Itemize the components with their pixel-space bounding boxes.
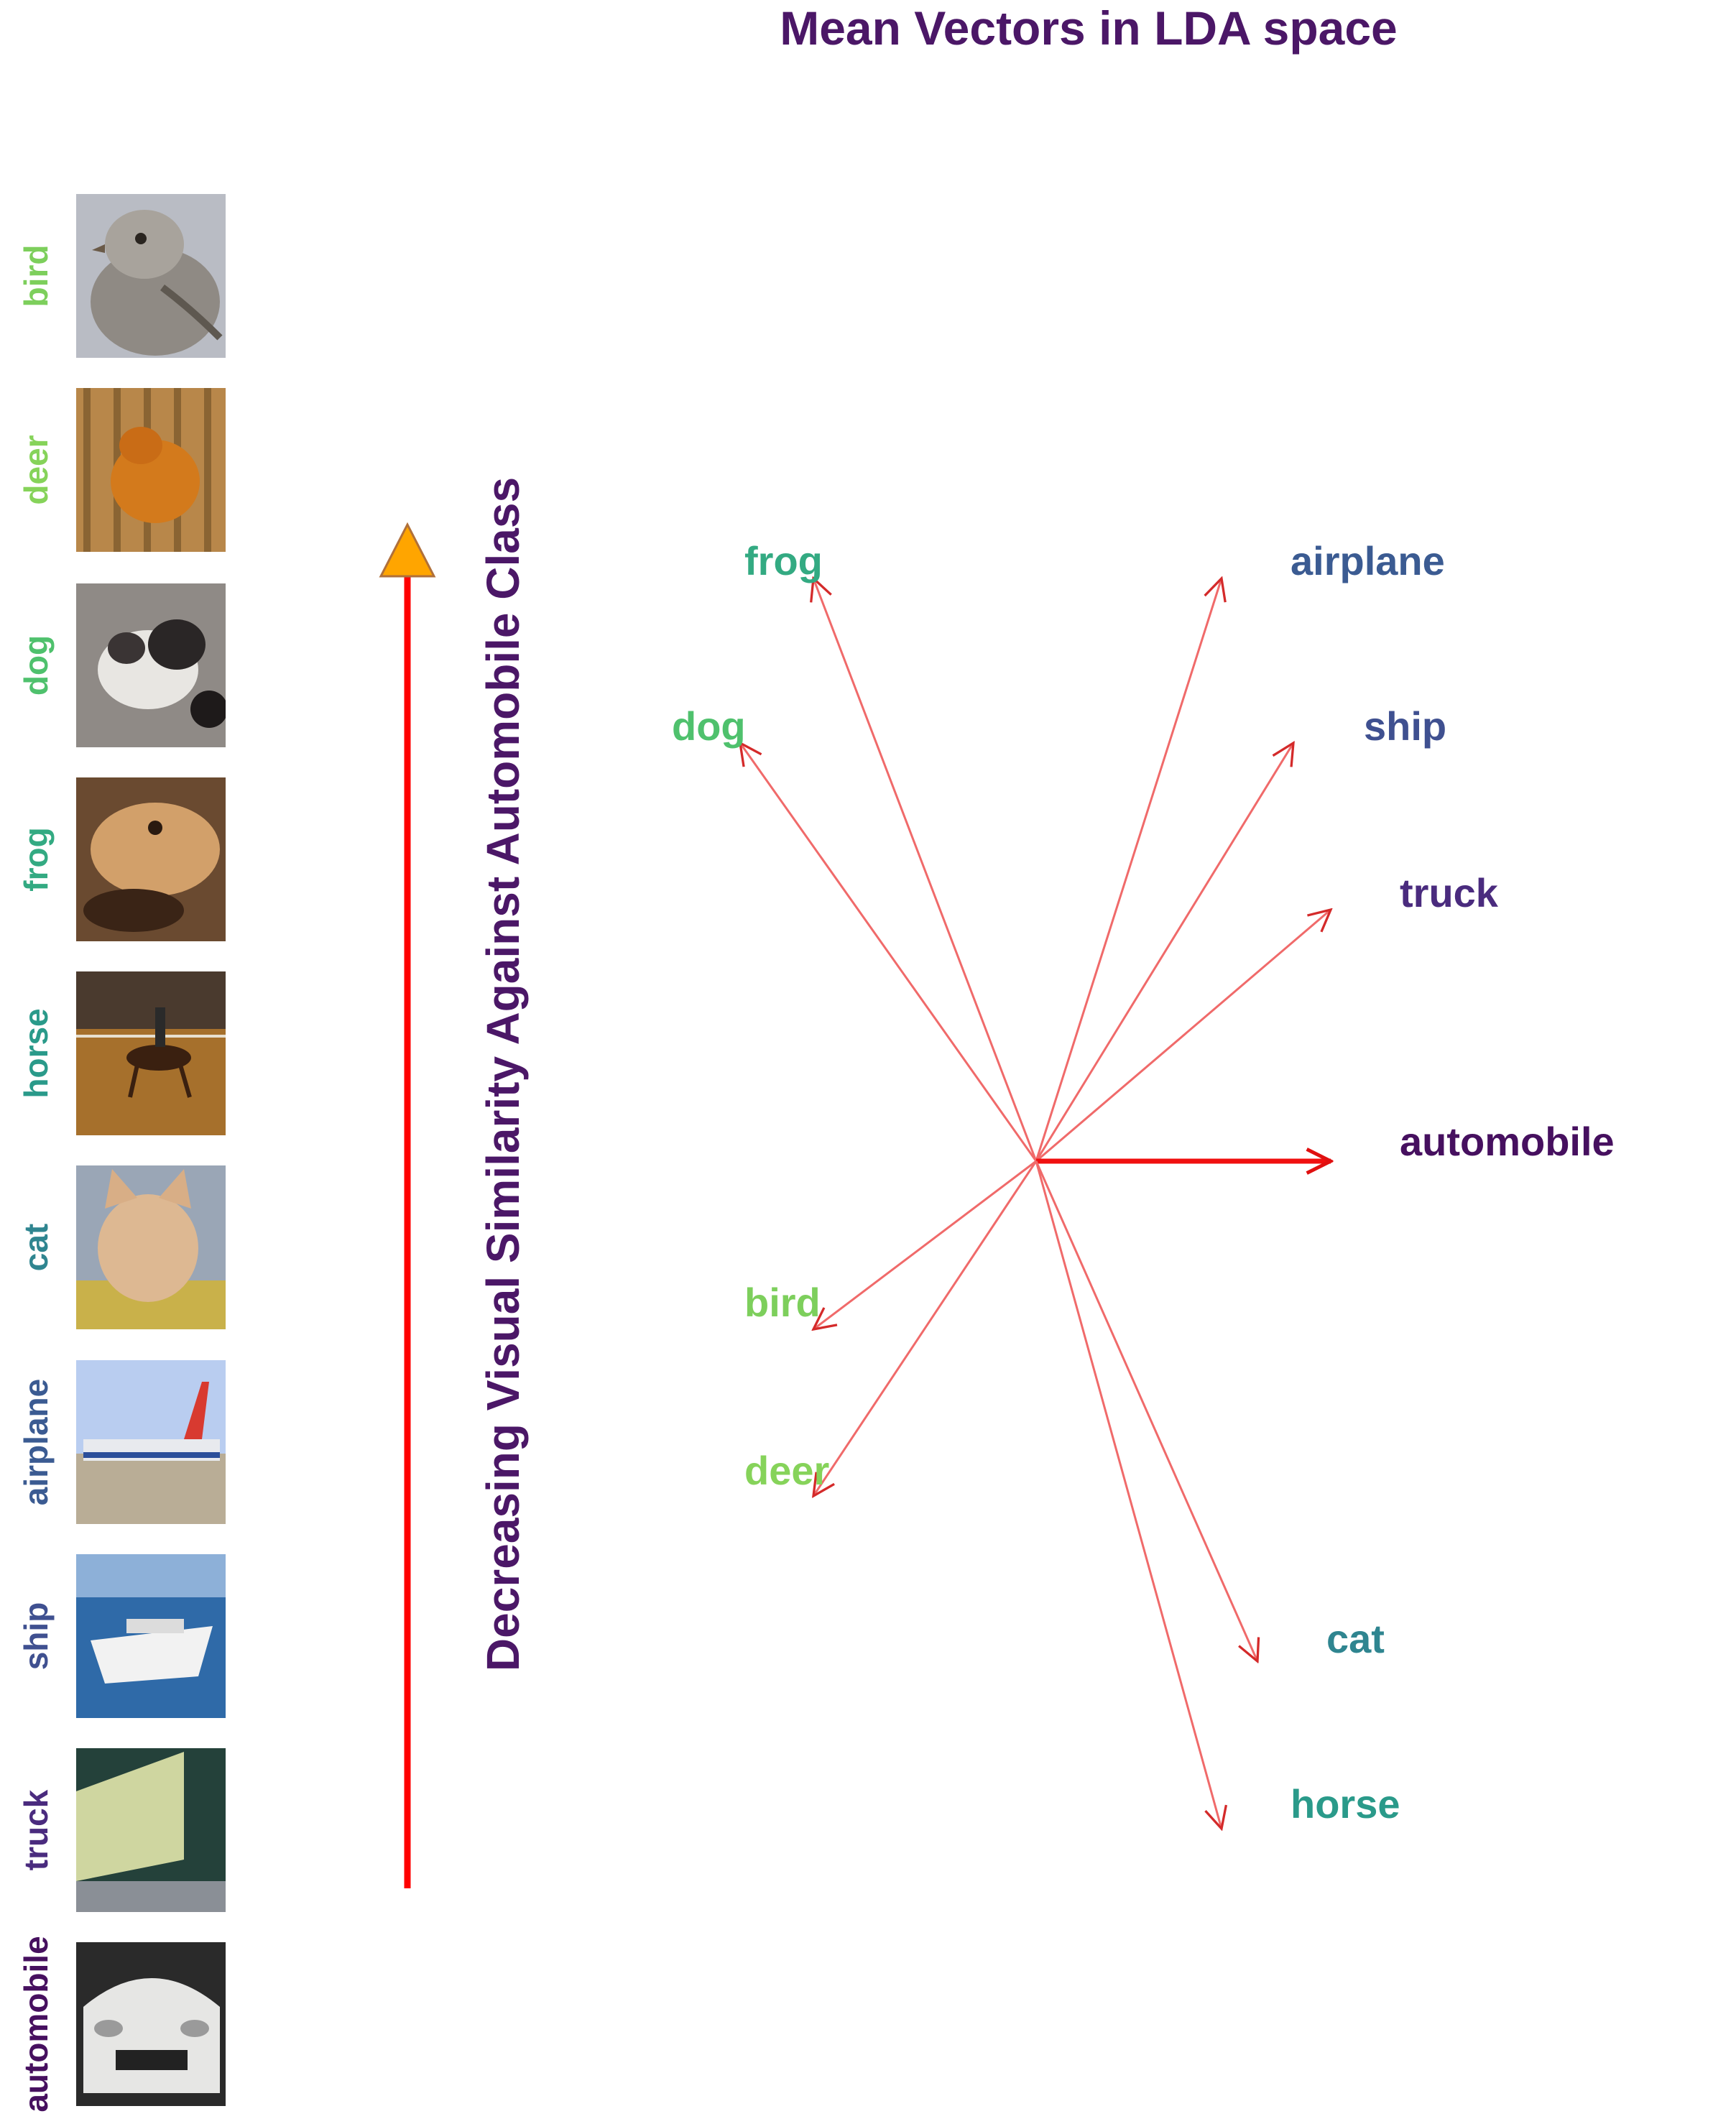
vector-dog: dog xyxy=(672,703,1038,1162)
thumbnail-label-ship: ship xyxy=(17,1602,55,1671)
vector-truck: truck xyxy=(1035,870,1499,1163)
vector-deer: deer xyxy=(744,1160,1038,1496)
thumbnail-horse: horse xyxy=(17,971,226,1135)
thumbnail-truck: truck xyxy=(17,1748,226,1912)
dog-photo xyxy=(76,583,226,747)
vector-bird: bird xyxy=(744,1160,1037,1329)
lda-vector-plot: frog airplane dog ship truck automobile bird de… xyxy=(672,538,1615,1829)
automobile-photo xyxy=(76,1942,226,2106)
vector-arrow-ship xyxy=(1035,743,1293,1162)
vector-label-frog: frog xyxy=(744,538,823,583)
thumbnail-label-deer: deer xyxy=(17,435,55,504)
vector-arrow-dog xyxy=(740,743,1038,1162)
similarity-arrow xyxy=(379,522,436,1888)
ship-photo xyxy=(76,1554,226,1718)
thumbnail-label-automobile: automobile xyxy=(17,1936,55,2112)
chart-title: Mean Vectors in LDA space xyxy=(780,1,1398,55)
vector-frog: frog xyxy=(744,538,1038,1162)
thumbnail-automobile: automobile xyxy=(17,1936,226,2113)
vector-arrow-cat xyxy=(1035,1160,1257,1661)
airplane-photo xyxy=(76,1360,226,1524)
thumbnail-ship: ship xyxy=(17,1554,226,1718)
vector-label-horse: horse xyxy=(1291,1781,1400,1827)
vector-label-truck: truck xyxy=(1400,870,1499,915)
vector-label-automobile: automobile xyxy=(1400,1119,1615,1164)
thumbnail-deer: deer xyxy=(17,388,226,552)
vector-airplane: airplane xyxy=(1035,538,1445,1162)
horse-photo xyxy=(76,971,226,1135)
vector-label-ship: ship xyxy=(1364,703,1446,749)
vector-arrow-frog xyxy=(813,578,1038,1162)
vector-label-airplane: airplane xyxy=(1291,538,1445,583)
thumbnail-label-cat: cat xyxy=(17,1224,55,1271)
vector-label-cat: cat xyxy=(1326,1616,1385,1661)
vector-horse: horse xyxy=(1035,1160,1400,1829)
similarity-axis-label: Decreasing Visual Similarity Against Aut… xyxy=(477,477,529,1671)
thumbnail-label-horse: horse xyxy=(17,1008,55,1098)
bird-photo xyxy=(76,194,226,358)
vector-arrow-airplane xyxy=(1035,578,1222,1162)
truck-photo xyxy=(76,1748,226,1912)
vector-automobile: automobile xyxy=(1036,1119,1615,1164)
vector-label-bird: bird xyxy=(744,1280,821,1325)
thumbnail-bird: bird xyxy=(17,194,226,358)
deer-photo xyxy=(76,388,226,552)
thumbnail-frog: frog xyxy=(17,777,226,941)
thumbnail-label-frog: frog xyxy=(17,827,55,891)
vector-label-deer: deer xyxy=(744,1448,829,1493)
vector-arrow-deer xyxy=(813,1160,1038,1496)
vector-arrow-horse xyxy=(1035,1160,1222,1829)
thumbnail-label-truck: truck xyxy=(17,1789,55,1870)
thumbnail-column: bird deer dog frog horse cat airplane ship truck… xyxy=(17,194,226,2113)
thumbnail-cat: cat xyxy=(17,1165,226,1329)
similarity-arrow-head xyxy=(379,522,436,578)
frog-photo xyxy=(76,777,226,941)
thumbnail-airplane: airplane xyxy=(17,1360,226,1524)
vector-arrow-truck xyxy=(1035,910,1331,1163)
thumbnail-dog: dog xyxy=(17,583,226,747)
thumbnail-label-airplane: airplane xyxy=(17,1379,55,1505)
cat-photo xyxy=(76,1165,226,1329)
thumbnail-label-bird: bird xyxy=(17,245,55,308)
vector-cat: cat xyxy=(1035,1160,1385,1661)
vector-label-dog: dog xyxy=(672,703,746,749)
thumbnail-label-dog: dog xyxy=(17,635,55,696)
vector-ship: ship xyxy=(1035,703,1446,1162)
vector-arrow-bird xyxy=(813,1160,1037,1329)
